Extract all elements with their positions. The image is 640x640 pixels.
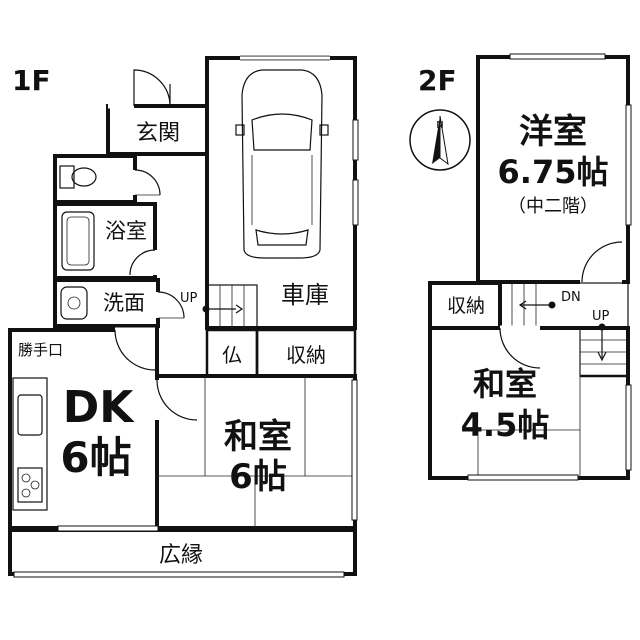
room-label-washitsu45-name: 和室 [473, 365, 537, 403]
floor-2f: 2F N 洋室 6.75帖 （中二階） 収納 [409, 53, 632, 481]
room-label-washitsu6-size: 6帖 [229, 457, 287, 497]
room-label-youshitsu-note: （中二階） [508, 196, 598, 217]
room-label-youshitsu-size: 6.75帖 [498, 153, 609, 191]
garage: 車庫 [205, 55, 359, 330]
stair-label-up-2f: UP [592, 309, 610, 324]
bathroom: 浴室 [53, 202, 158, 280]
room-label-kitchen-door: 勝手口 [18, 341, 63, 359]
toilet [53, 154, 161, 204]
room-label-storage-2f: 収納 [447, 295, 485, 317]
dk-room: 勝手口 DK 6帖 [8, 327, 159, 530]
storage-2f: 収納 [428, 281, 502, 330]
floor-label-2f: 2F [418, 64, 457, 97]
washitsu-45: 和室 4.5帖 [428, 325, 632, 481]
stairs-1f: UP [180, 284, 258, 331]
room-label-dk-size: 6帖 [60, 433, 131, 482]
room-label-youshitsu-name: 洋室 [519, 112, 587, 152]
engawa: 広縁 [8, 525, 357, 578]
car-icon [235, 69, 329, 259]
compass-icon: N [409, 109, 471, 171]
room-label-genkan: 玄関 [136, 121, 180, 146]
washroom: 洗面 [53, 278, 185, 328]
genkan: 玄関 [106, 69, 209, 156]
room-label-engawa: 広縁 [159, 543, 203, 568]
youshitsu-675: 洋室 6.75帖 （中二階） [476, 53, 632, 285]
storage-1f: 収納 [255, 328, 357, 378]
butsudan: 仏 [205, 328, 259, 378]
floor-1f: 1F 車庫 [8, 55, 359, 578]
compass-label: N [436, 120, 443, 131]
room-label-dk-name: DK [63, 382, 136, 433]
floor-label-1f: 1F [12, 64, 51, 97]
room-label-washitsu45-size: 4.5帖 [461, 406, 550, 444]
stair-label-dn-2f: DN [561, 290, 581, 305]
washitsu-6: 和室 6帖 [154, 374, 358, 530]
room-label-washitsu6-name: 和室 [224, 417, 292, 457]
room-label-garage: 車庫 [281, 281, 329, 309]
stair-label-up-1f: UP [180, 291, 198, 306]
room-label-bath: 浴室 [105, 219, 147, 243]
room-label-washroom: 洗面 [103, 291, 145, 315]
room-label-butsudan: 仏 [222, 343, 242, 367]
room-label-storage-1f: 収納 [286, 343, 326, 367]
